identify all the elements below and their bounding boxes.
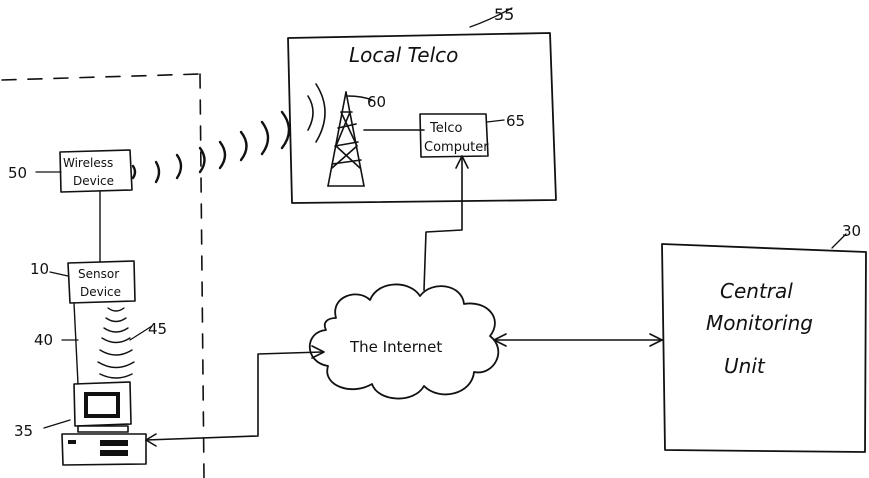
- wireless-device-label-2: Device: [73, 174, 114, 188]
- telco-computer-label-1: Telco: [429, 121, 462, 136]
- computer-icon: 35: [14, 382, 146, 465]
- telco-computer-ref: 65: [506, 112, 525, 130]
- internet-label: The Internet: [349, 338, 442, 356]
- sensor-cable: [74, 303, 78, 384]
- cmu-label-1: Central: [720, 279, 793, 303]
- telco-computer-label-2: Computer: [424, 140, 489, 155]
- sensor-device-label-1: Sensor: [78, 267, 119, 281]
- cable-ref: 40: [34, 331, 53, 349]
- cmu-label-2: Monitoring: [706, 311, 813, 335]
- wireless-device-ref: 50: [8, 164, 27, 182]
- telco-internet-link: [424, 157, 462, 290]
- sensor-device-ref: 10: [30, 260, 49, 278]
- wireless-device-box: Wireless Device 50: [8, 150, 132, 262]
- sensor-waves: [98, 308, 134, 378]
- computer-ref: 35: [14, 422, 33, 440]
- internet-cloud: The Internet: [310, 284, 499, 398]
- telco-computer-box: Telco Computer 65: [420, 112, 525, 157]
- local-telco-label: Local Telco: [349, 43, 458, 67]
- sensor-device-box: Sensor Device 10: [30, 260, 135, 303]
- central-monitoring-unit-box: Central Monitoring Unit 30: [662, 222, 866, 452]
- wireless-device-label-1: Wireless: [63, 156, 113, 170]
- radio-waves: [133, 112, 289, 182]
- local-telco-box: Local Telco 55: [288, 5, 556, 203]
- tower-ref: 60: [367, 93, 386, 111]
- computer-internet-link: [146, 352, 322, 440]
- cmu-ref: 30: [842, 222, 861, 240]
- sensor-waves-ref: 45: [148, 320, 167, 338]
- cell-tower-icon: [308, 84, 424, 186]
- cmu-label-3: Unit: [724, 354, 766, 378]
- sensor-device-label-2: Device: [80, 285, 121, 299]
